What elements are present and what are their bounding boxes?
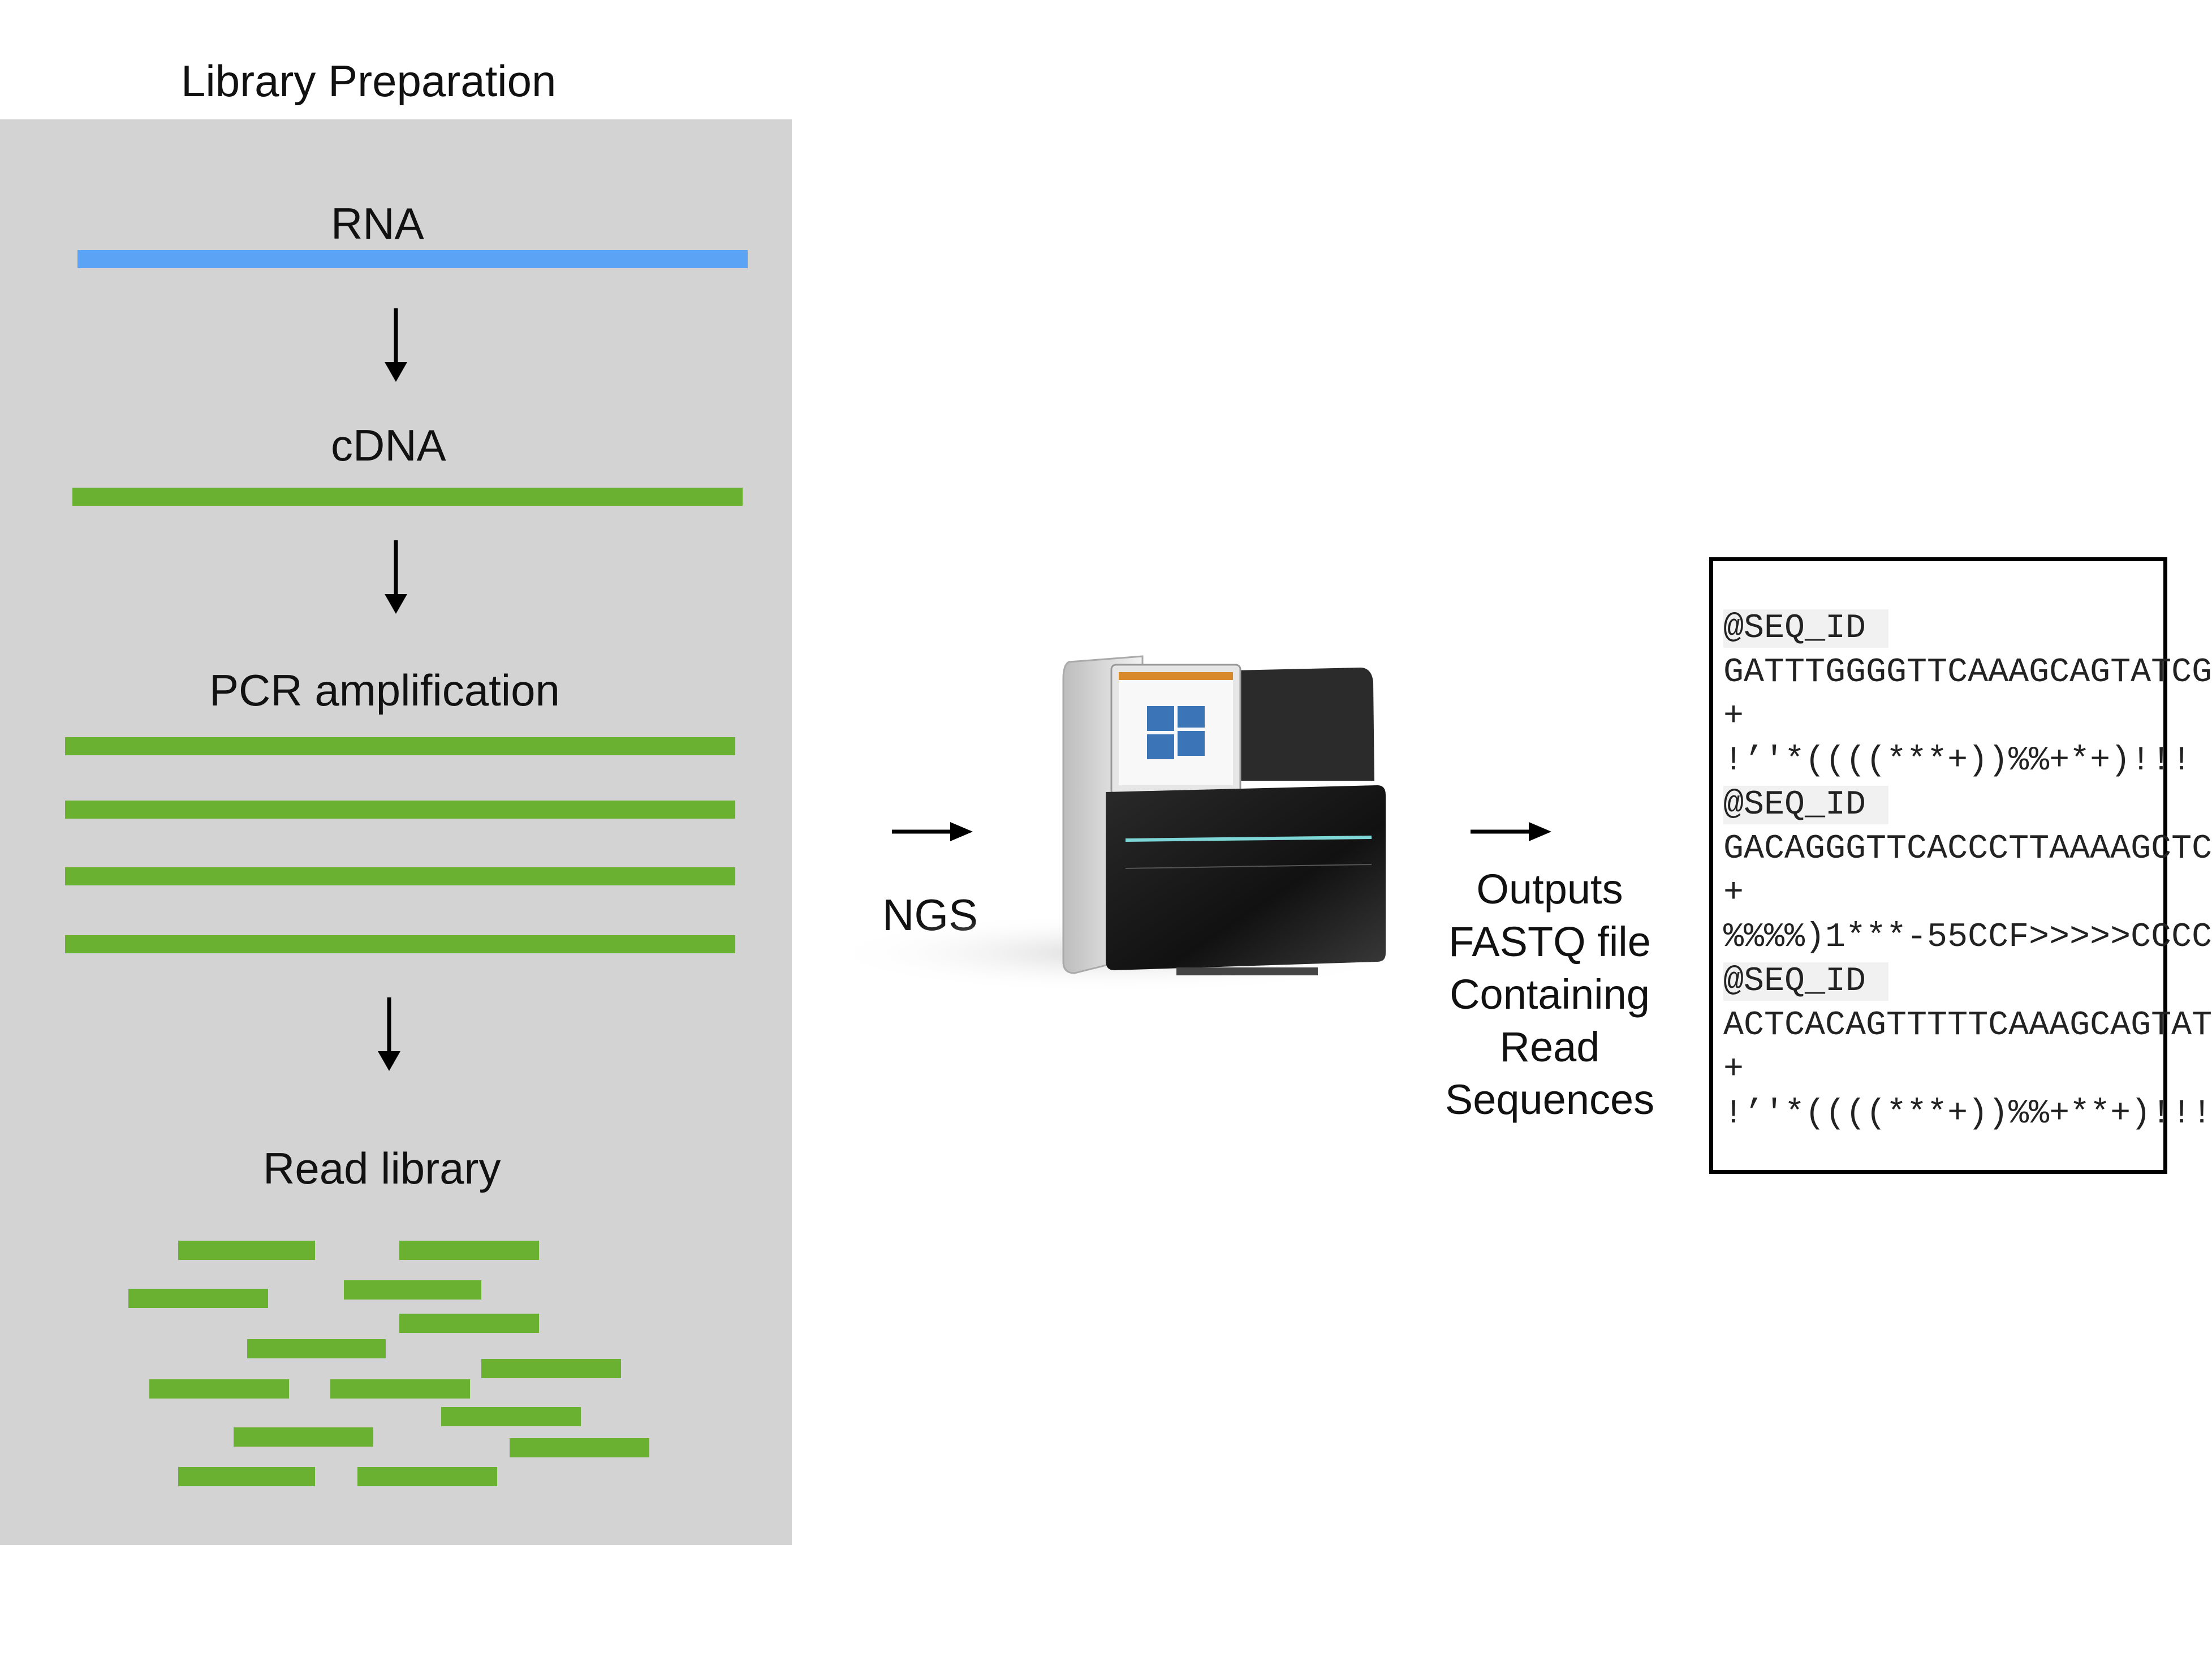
read-fragment (510, 1438, 649, 1457)
read-fragment (149, 1379, 289, 1399)
library-prep-title: Library Preparation (181, 56, 557, 106)
fastq-line: @SEQ_ID (1723, 609, 1889, 648)
read-fragment (399, 1314, 539, 1333)
fastq-line: + (1723, 874, 1744, 913)
sequencer-machine-icon (826, 655, 1414, 993)
fastq-line: + (1723, 698, 1744, 736)
read-fragment (247, 1339, 386, 1358)
fastq-line: GACAGGGTTCACCCTTAAAAGCTC (1723, 830, 2212, 868)
arrow-cdna-to-pcr (385, 540, 407, 614)
arrow-to-sequencer (892, 822, 973, 841)
read-fragment (178, 1241, 315, 1260)
read-fragment (399, 1241, 539, 1260)
arrow-to-output (1471, 822, 1551, 841)
fastq-file-box: @SEQ_ID GATTTGGGGTTCAAAGCAGTATCG + !’'*(… (1709, 557, 2212, 1174)
read-fragment (481, 1359, 621, 1378)
pcr-label: PCR amplification (209, 665, 560, 715)
fastq-line: + (1723, 1051, 1744, 1089)
read-library-label: Read library (263, 1143, 501, 1193)
output-caption-line: Sequences (1445, 1076, 1655, 1123)
fastq-line: %%%%)1***-55CCF>>>>>CCCC (1723, 918, 2212, 957)
read-fragment (357, 1467, 497, 1486)
read-fragment (128, 1289, 268, 1308)
read-fragment (344, 1280, 481, 1300)
cdna-strand (72, 488, 743, 506)
output-caption-line: Outputs (1476, 866, 1623, 913)
fastq-line: !’'*((((***+))%%+**+)!!! (1723, 1095, 2212, 1133)
fastq-line: @SEQ_ID (1723, 962, 1889, 1001)
fastq-line: @SEQ_ID (1723, 786, 1889, 824)
output-caption-line: Containing (1450, 971, 1650, 1018)
read-fragment (234, 1427, 373, 1447)
read-fragment (178, 1467, 315, 1486)
pcr-strand (65, 737, 735, 755)
arrow-pcr-to-library (378, 997, 400, 1071)
output-caption-line: Read (1499, 1023, 1600, 1070)
read-fragment (441, 1407, 581, 1426)
fastq-line: !’'*((((***+))%%+*+)!!! (1723, 742, 2192, 780)
output-caption: Outputs FASTQ file Containing Read Seque… (1425, 863, 1674, 1126)
arrow-rna-to-cdna (385, 308, 407, 382)
output-caption-line: FASTQ file (1448, 918, 1651, 965)
fastq-line: GATTTGGGGTTCAAAGCAGTATCG (1723, 653, 2212, 692)
cdna-label: cDNA (331, 420, 446, 470)
rna-label: RNA (331, 199, 424, 248)
pcr-strand (65, 801, 735, 819)
pcr-strand (65, 935, 735, 953)
pcr-strand (65, 867, 735, 885)
rna-strand (77, 250, 748, 268)
read-fragment (330, 1379, 470, 1399)
fastq-line: ACTCACAGTTTTTCAAAGCAGTAT (1723, 1006, 2212, 1045)
